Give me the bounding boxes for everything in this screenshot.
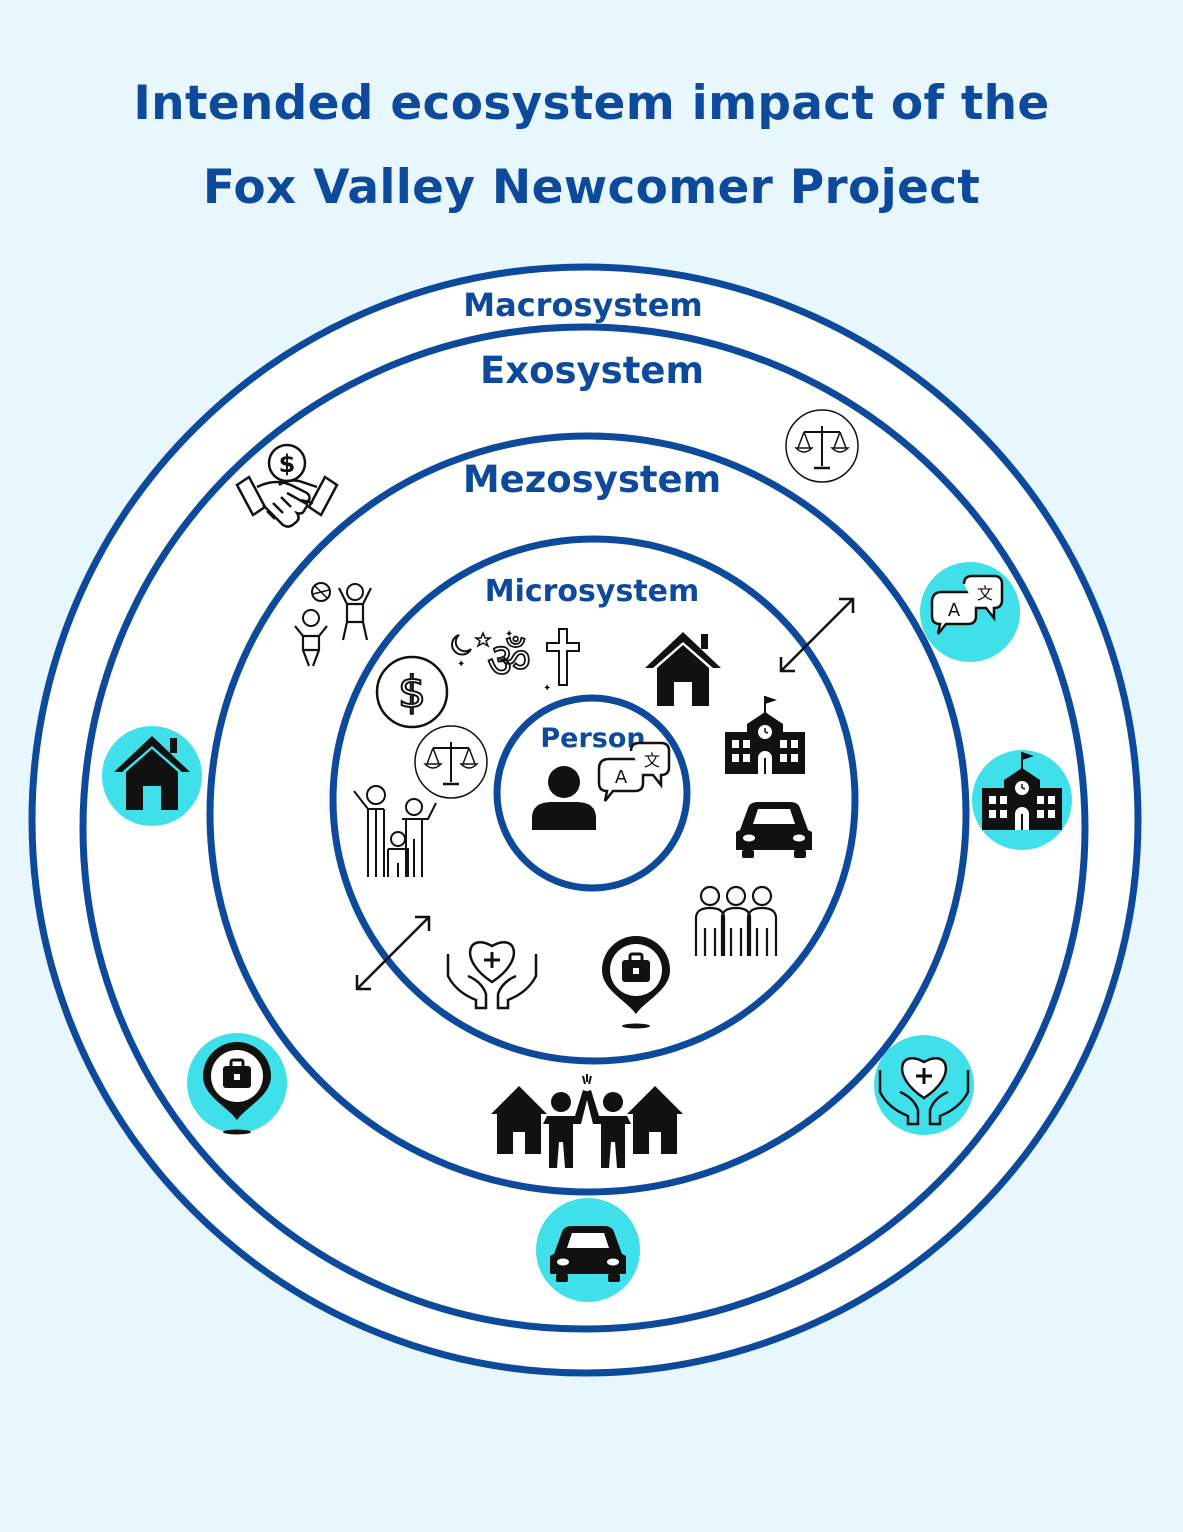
page-title: Intended ecosystem impact of the Fox Val… xyxy=(0,62,1183,230)
person-label: Person xyxy=(540,723,645,754)
healthcare-icon xyxy=(874,1035,974,1135)
mezosystem-label: Mezosystem xyxy=(463,458,721,501)
car-icon xyxy=(536,1198,640,1302)
school-icon xyxy=(972,750,1072,850)
exosystem-label: Exosystem xyxy=(480,349,704,392)
title-line-2: Fox Valley Newcomer Project xyxy=(202,160,981,215)
microsystem-label: Microsystem xyxy=(485,574,700,609)
money-icon xyxy=(375,655,449,729)
title-line-1: Intended ecosystem impact of the xyxy=(133,76,1050,131)
justice-scale-icon xyxy=(413,724,489,800)
justice-scale-icon xyxy=(784,408,860,484)
house-icon xyxy=(102,726,202,826)
translation-icon xyxy=(920,562,1020,662)
job-location-icon xyxy=(187,1033,287,1136)
macrosystem-label: Macrosystem xyxy=(463,286,702,324)
car-icon xyxy=(736,802,812,858)
